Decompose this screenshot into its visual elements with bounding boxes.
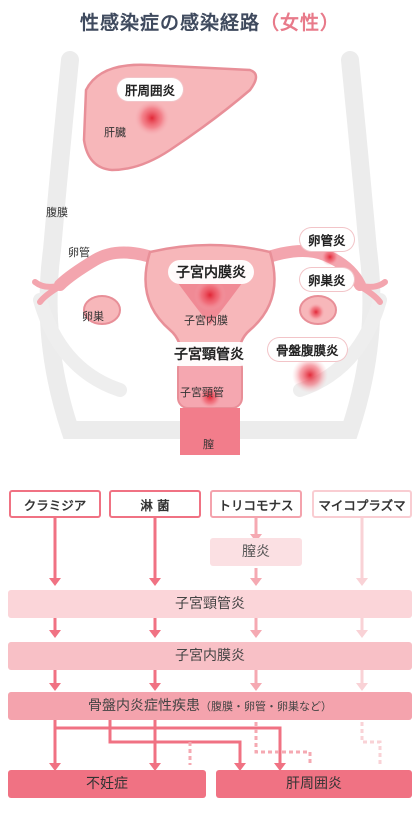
pill-cervicitis: 子宮頸管炎 bbox=[166, 342, 252, 366]
left-fimbria bbox=[32, 279, 65, 305]
label-ovary: 卵巣 bbox=[82, 310, 104, 323]
liver-hotspot bbox=[134, 100, 170, 136]
left-oviduct bbox=[54, 246, 166, 291]
right-oviduct-hotspot bbox=[321, 248, 339, 266]
pill-oophoritis: 卵巣炎 bbox=[300, 268, 354, 291]
label-oviduct: 卵管 bbox=[68, 246, 90, 259]
pill-endometritis: 子宮内膜炎 bbox=[168, 260, 254, 284]
pill-salpingitis: 卵管炎 bbox=[300, 228, 354, 251]
title-sub: （女性） bbox=[260, 12, 341, 34]
outcome-infertility: 不妊症 bbox=[8, 770, 206, 798]
label-cervix: 子宮頸管 bbox=[180, 386, 224, 399]
pill-perihepatitis: 肝周囲炎 bbox=[117, 78, 184, 101]
stage-pid-detail: （腹膜・卵管・卵巣など） bbox=[200, 700, 332, 713]
pathogen-gonorrhea: 淋 菌 bbox=[109, 490, 201, 518]
pill-pelvic-peritonitis: 骨盤腹膜炎 bbox=[268, 338, 347, 361]
uterus-hotspot bbox=[194, 279, 226, 311]
vagina-shape bbox=[180, 408, 240, 455]
outcome-perihepatitis: 肝周囲炎 bbox=[216, 770, 412, 798]
label-endometrium: 子宮内膜 bbox=[184, 314, 228, 327]
label-peritoneum: 腹膜 bbox=[46, 206, 68, 219]
pathogen-mycoplasma: マイコプラズマ bbox=[312, 490, 412, 518]
page-title: 性感染症の感染経路（女性） bbox=[0, 8, 420, 35]
right-ovary-hotspot bbox=[307, 303, 325, 321]
title-main: 性感染症の感染経路 bbox=[79, 12, 260, 34]
cervix-hotspot bbox=[198, 385, 222, 409]
stage-cervicitis: 子宮頸管炎 bbox=[8, 590, 412, 618]
pathogen-chlamydia: クラミジア bbox=[9, 490, 101, 518]
stage-vaginitis: 膣炎 bbox=[210, 538, 302, 566]
left-ovary bbox=[83, 295, 121, 325]
stage-endometritis: 子宮内膜炎 bbox=[8, 642, 412, 670]
peritoneum-hotspot bbox=[292, 357, 328, 393]
right-fimbria bbox=[355, 279, 388, 305]
label-liver: 肝臓 bbox=[104, 126, 126, 139]
stage-pid-main: 骨盤内炎症性疾患 bbox=[88, 698, 200, 714]
label-vagina: 膣 bbox=[203, 438, 214, 451]
pathogen-trichomonas: トリコモナス bbox=[210, 490, 302, 518]
stage-pid: 骨盤内炎症性疾患（腹膜・卵管・卵巣など） bbox=[8, 692, 412, 720]
